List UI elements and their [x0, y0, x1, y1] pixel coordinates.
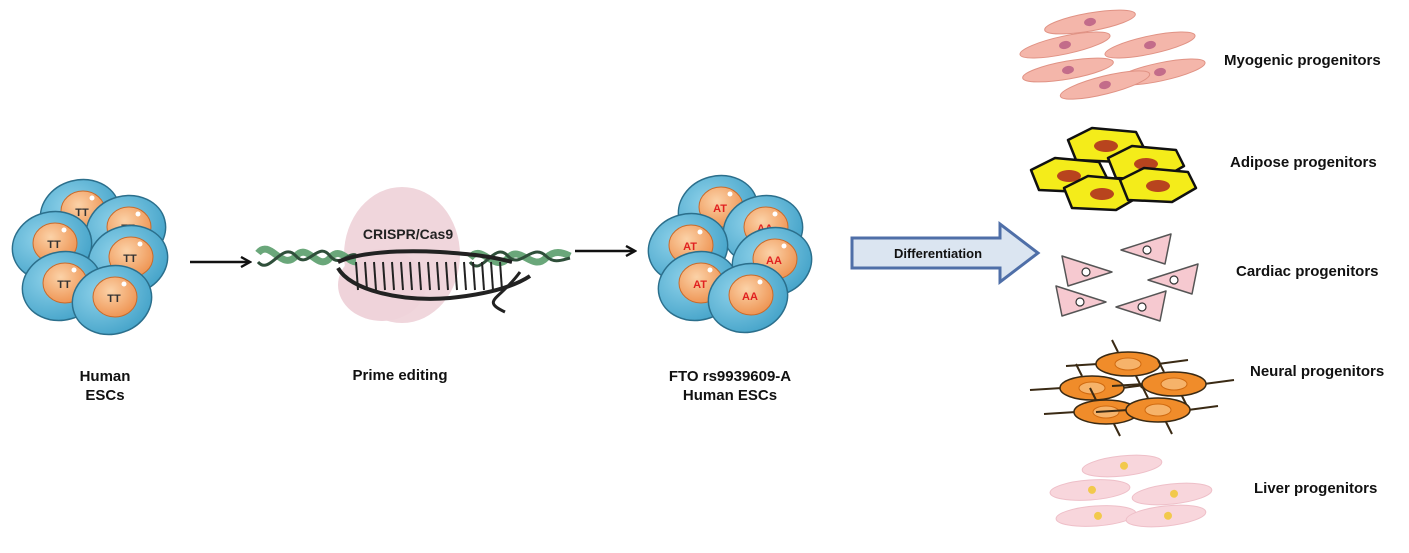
- dna-base-rung: [499, 261, 503, 291]
- liver-cell: [1055, 505, 1137, 527]
- liver-cell: [1125, 504, 1207, 528]
- label-liver: Liver progenitors: [1254, 480, 1378, 497]
- label-edited-escs: FTO rs9939609-A Human ESCs: [640, 367, 820, 405]
- liver-cell: [1081, 454, 1163, 478]
- dna-base-rung: [409, 261, 413, 291]
- label-cardiac: Cardiac progenitors: [1236, 263, 1379, 280]
- dna-base-rung: [418, 261, 422, 291]
- dna-base-rung: [445, 261, 449, 291]
- label-human-escs: Human ESCs: [55, 367, 155, 405]
- esc-cell: TT: [71, 264, 153, 336]
- liver-cells: [1049, 454, 1213, 528]
- dna-base-rung: [355, 261, 359, 291]
- genotype-label: AT: [683, 241, 697, 253]
- label-edited-escs-line1: FTO rs9939609-A: [668, 368, 792, 385]
- cardiac-cell: [1061, 255, 1113, 287]
- adipose-cells: [1029, 126, 1198, 212]
- pegrna-tail: [491, 271, 522, 314]
- dna-base-rung: [472, 261, 476, 291]
- edited-esc-cluster: ATAAATAAATAA: [647, 174, 813, 334]
- adipose-cell: [1118, 166, 1198, 204]
- myogenic-cells: [1019, 9, 1206, 100]
- cardiac-cells: [1055, 233, 1199, 322]
- genotype-label: TT: [47, 239, 61, 251]
- genotype-label: AT: [713, 203, 727, 215]
- cardiac-cell: [1055, 285, 1107, 317]
- genotype-label: TT: [57, 279, 71, 291]
- dna-bottom-strand: [336, 266, 532, 301]
- differentiation-arrow: Differentiation: [850, 220, 1041, 286]
- genotype-label: AT: [693, 279, 707, 291]
- label-human-escs-line2: ESCs: [85, 387, 125, 404]
- prime-editing-illustration: CRISPR/Cas9: [255, 187, 572, 323]
- neural-cell: [1029, 363, 1153, 413]
- label-prime-editing-text: Prime editing: [352, 367, 448, 384]
- cas9-blob-lobe: [338, 249, 426, 321]
- genotype-label: AA: [766, 255, 782, 267]
- myogenic-cell: [1059, 70, 1151, 100]
- myogenic-cell: [1022, 57, 1114, 83]
- dna-base-rung: [463, 261, 467, 291]
- dna-base-rung: [427, 261, 431, 291]
- dna-helix-right: [467, 249, 572, 268]
- dna-top-strand: [337, 249, 513, 264]
- label-neural: Neural progenitors: [1250, 363, 1385, 380]
- myogenic-cell: [1044, 9, 1136, 35]
- esc-cell: AA: [707, 262, 789, 334]
- genotype-label: TT: [123, 253, 137, 265]
- label-myogenic: Myogenic progenitors: [1224, 52, 1381, 69]
- genotype-label: AA: [742, 291, 758, 303]
- neural-cell: [1095, 385, 1219, 435]
- dna-base-rung: [490, 261, 494, 291]
- genotype-label: TT: [107, 293, 121, 305]
- myogenic-cell: [1104, 31, 1196, 59]
- human-esc-cluster: TTTTTTTTTTTT: [11, 178, 169, 336]
- dna-base-rung: [364, 261, 368, 291]
- dna-base-rung: [391, 261, 395, 291]
- dna-base-rung: [436, 261, 440, 291]
- label-edited-escs-line2: Human ESCs: [682, 387, 778, 404]
- label-adipose: Adipose progenitors: [1230, 154, 1377, 171]
- label-prime-editing: Prime editing: [330, 366, 470, 385]
- cardiac-cell: [1115, 290, 1167, 322]
- label-human-escs-line1: Human: [79, 368, 131, 385]
- dna-base-rung: [373, 261, 377, 291]
- dna-base-rung: [382, 261, 386, 291]
- neural-cell: [1065, 339, 1189, 389]
- genotype-label: TT: [75, 207, 89, 219]
- crispr-label: CRISPR/Cas9: [363, 226, 453, 242]
- liver-cell: [1131, 482, 1213, 506]
- cardiac-cell: [1147, 263, 1199, 295]
- myogenic-cell: [1019, 31, 1111, 59]
- neural-cells: [1029, 339, 1235, 437]
- dna-base-rung: [454, 261, 458, 291]
- dna-base-rung: [481, 261, 485, 291]
- cardiac-cell: [1120, 233, 1172, 265]
- dna-helix-left: [255, 245, 357, 267]
- neural-cell: [1111, 359, 1235, 409]
- dna-bases: [355, 261, 503, 291]
- differentiation-label: Differentiation: [894, 246, 982, 261]
- dna-base-rung: [400, 261, 404, 291]
- liver-cell: [1049, 479, 1131, 501]
